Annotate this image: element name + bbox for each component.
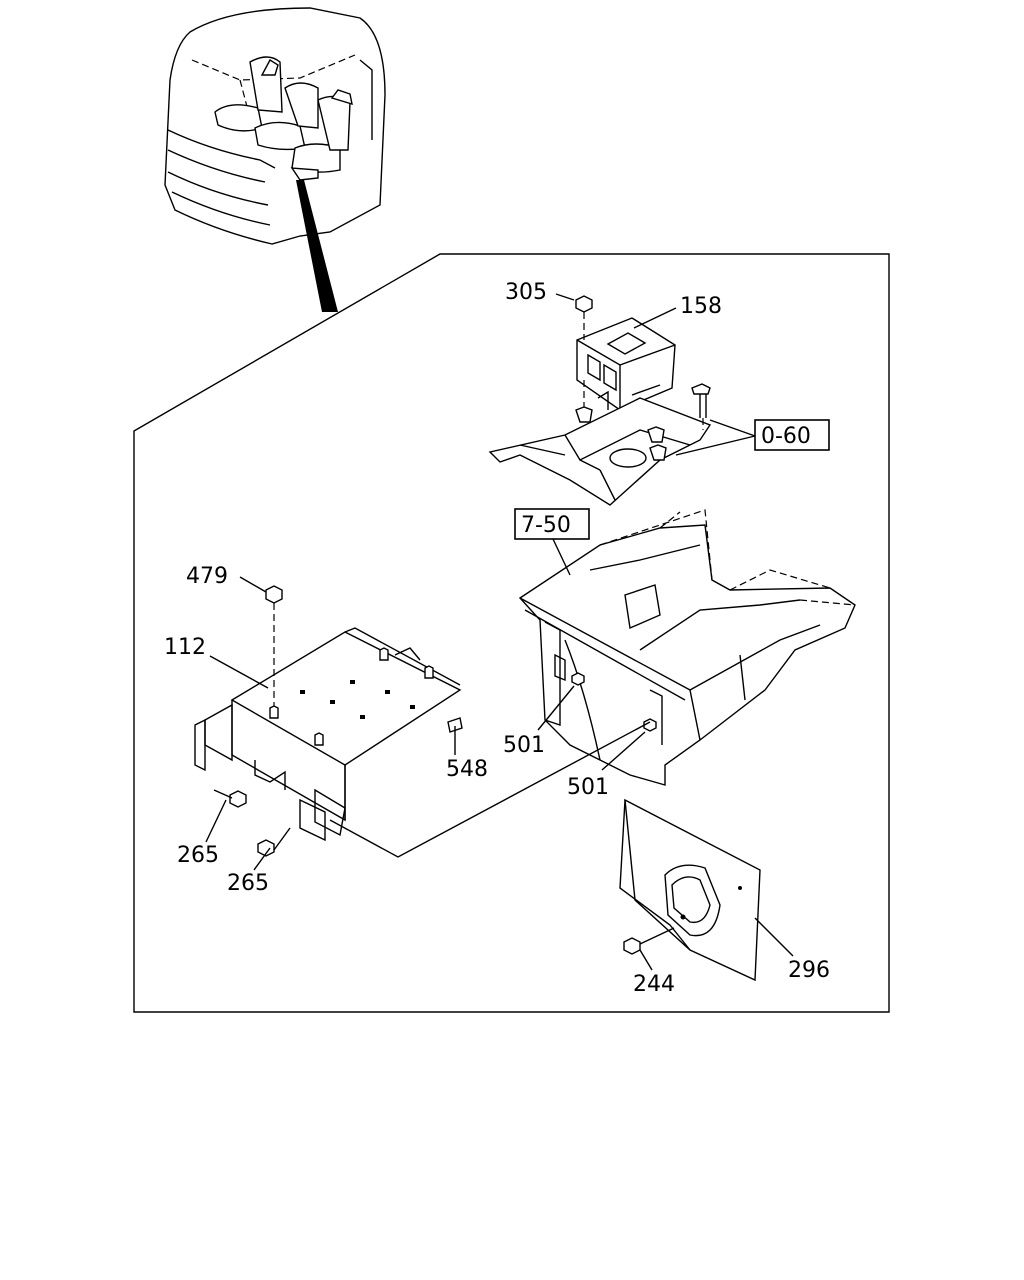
- ref-box-0-60: [754, 419, 830, 451]
- callout-112: 112: [164, 635, 206, 660]
- control-unit: [575, 295, 676, 411]
- callout-7-50: 7-50: [521, 513, 571, 538]
- callout-265-right: 265: [227, 871, 269, 896]
- callout-548: 548: [446, 757, 488, 782]
- callout-0-60: 0-60: [761, 424, 811, 449]
- callout-501-lower: 501: [567, 775, 609, 800]
- callout-265-left: 265: [177, 843, 219, 868]
- detail-frame: [133, 253, 890, 1013]
- callout-296: 296: [788, 958, 830, 983]
- battery-tray: [194, 585, 651, 858]
- callout-501-upper: 501: [503, 733, 545, 758]
- upper-bracket: [488, 383, 712, 506]
- ref-box-7-50: [514, 508, 590, 540]
- cab-frame: [518, 509, 856, 786]
- leader-lines: [205, 293, 794, 971]
- callout-479: 479: [186, 564, 228, 589]
- callout-305: 305: [505, 280, 547, 305]
- callout-158: 158: [680, 294, 722, 319]
- cab-overview: [164, 7, 386, 312]
- callout-244: 244: [633, 972, 675, 997]
